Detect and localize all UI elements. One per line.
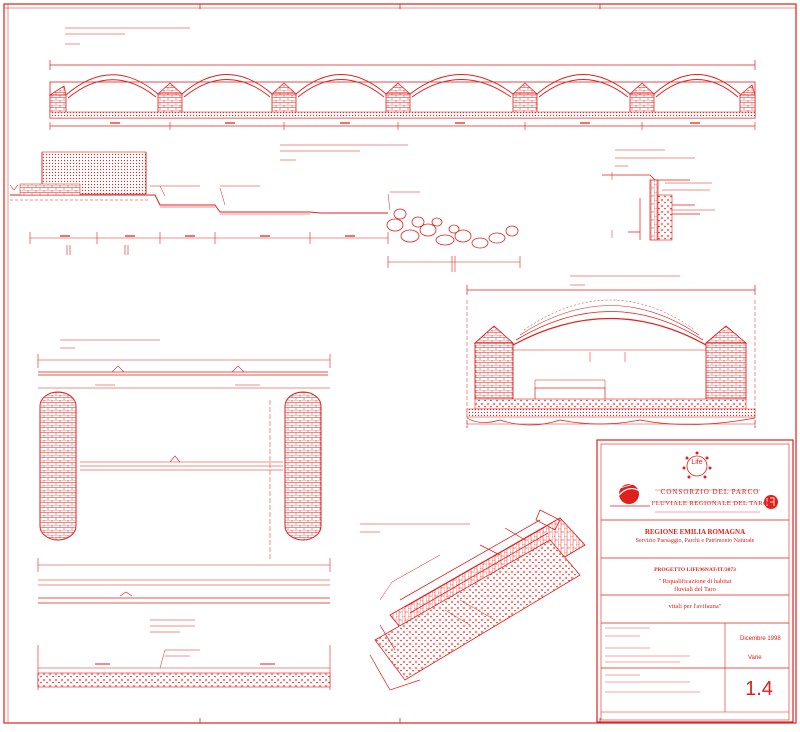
park-name-line2: FLUVIALE REGIONALE DEL TARO (651, 500, 769, 507)
project-title-3: vitali per l'avifauna" (668, 603, 722, 610)
plan-view (37, 339, 331, 690)
project-label: PROGETTO LIFE96NAT/IT/3073 (654, 567, 736, 573)
elevation-caption (65, 27, 190, 45)
project-title-2: fluviali del Taro (674, 586, 716, 593)
sheet-number: 1.4 (745, 678, 773, 700)
life-label: Life (691, 459, 703, 466)
life-logo (682, 451, 712, 479)
section-longitudinal (9, 144, 521, 272)
region-name: REGIONE EMILIA ROMAGNA (644, 528, 746, 536)
elevation-arcade (48, 27, 756, 130)
cross-section-arch (466, 275, 756, 428)
scale-value: Varie (748, 655, 762, 661)
isometric-detail (360, 509, 586, 691)
park-name-line1: CONSORZIO DEL PARCO (660, 488, 760, 496)
project-title-1: " Riqualificazione di habitat (658, 578, 732, 585)
title-block (596, 439, 794, 723)
park-emblem-icon (610, 481, 650, 507)
detail-wall-section (602, 149, 715, 241)
date-value: Dicembre 1998 (740, 636, 781, 642)
pb-logo-icon (764, 495, 778, 509)
service-name: Servizio Paesaggio, Parchi e Patrimonio … (635, 538, 755, 544)
sheet-border (3, 3, 797, 724)
